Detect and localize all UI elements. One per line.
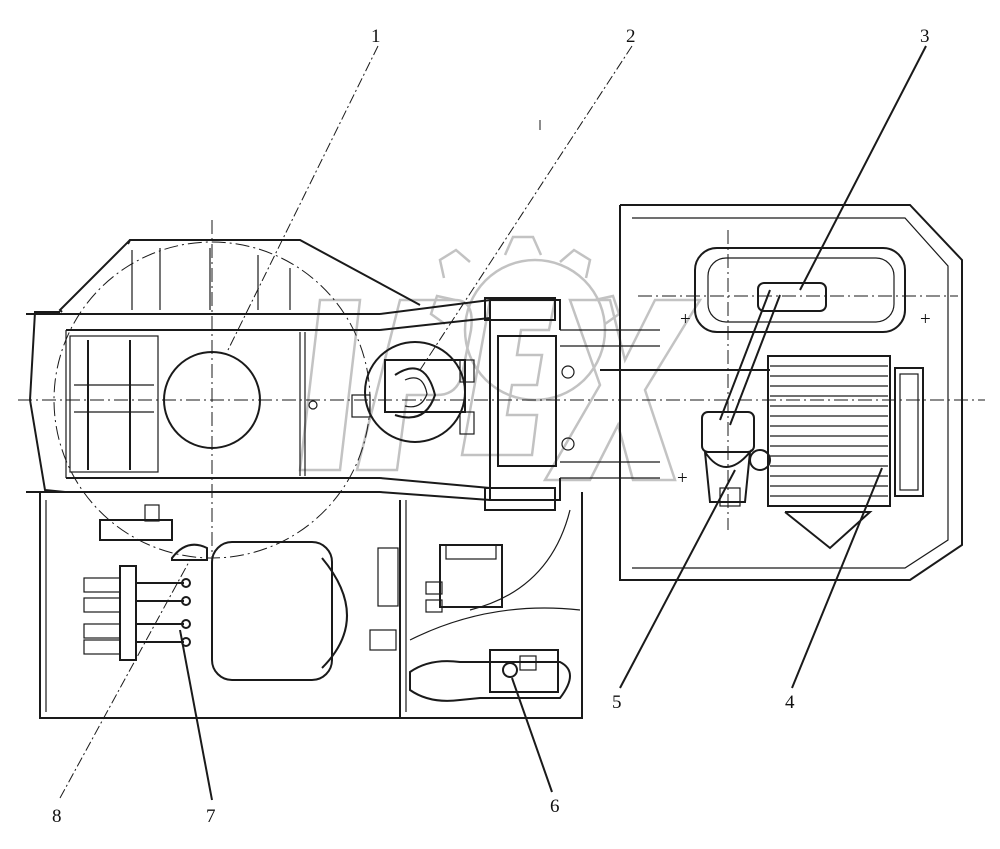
callout-5: 5 bbox=[612, 692, 622, 713]
callout-labels: 1 2 3 4 5 6 7 8 bbox=[52, 26, 930, 827]
tail-section bbox=[26, 239, 421, 559]
leader-8 bbox=[59, 559, 191, 799]
leader-1 bbox=[227, 45, 379, 351]
control-box bbox=[757, 282, 827, 312]
svg-text:+: + bbox=[677, 468, 688, 489]
winch-drum-grooves bbox=[770, 365, 888, 497]
svg-text:+: + bbox=[920, 309, 931, 330]
leader-lines bbox=[59, 45, 927, 801]
leader-4 bbox=[791, 467, 883, 689]
leader-6 bbox=[511, 677, 553, 793]
callout-6: 6 bbox=[550, 796, 560, 817]
callout-1: 1 bbox=[371, 26, 381, 47]
callout-7: 7 bbox=[206, 806, 216, 827]
callout-3: 3 bbox=[920, 26, 930, 47]
callout-8: 8 bbox=[52, 806, 62, 827]
svg-text:+: + bbox=[680, 309, 691, 330]
leader-2 bbox=[419, 45, 633, 371]
callout-4: 4 bbox=[785, 692, 795, 713]
leader-3 bbox=[799, 45, 927, 291]
cab-window bbox=[694, 247, 906, 333]
fuel-tank bbox=[211, 541, 333, 681]
battery bbox=[489, 649, 559, 693]
slewing-assembly bbox=[351, 297, 770, 511]
winch-section: + + + bbox=[619, 204, 963, 581]
control-lever-group bbox=[83, 565, 191, 661]
center-lines bbox=[18, 120, 985, 580]
callout-2: 2 bbox=[626, 26, 636, 47]
leader-5 bbox=[619, 469, 736, 689]
valve-block bbox=[439, 544, 503, 608]
winch-drum bbox=[767, 355, 891, 507]
leader-7 bbox=[179, 629, 213, 801]
tail-stiffeners bbox=[74, 248, 291, 470]
lower-compartments bbox=[39, 492, 583, 719]
